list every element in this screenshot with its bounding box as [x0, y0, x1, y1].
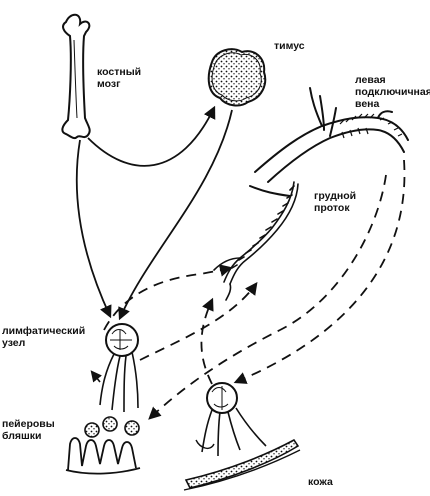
skin-illustration [183, 438, 301, 491]
vein-texture [339, 113, 403, 139]
solid-arrows [75, 105, 233, 321]
skin-label: кожа [308, 476, 333, 488]
thymus-illustration [207, 48, 267, 107]
skin-lymph-node-illustration [195, 382, 267, 457]
bone-marrow-illustration [61, 13, 91, 140]
peyers-patches-label: пейеровы бляшки [2, 418, 55, 442]
lymph-node-label: лимфатический узел [2, 325, 86, 349]
left-subclavian-vein [249, 87, 409, 197]
bone-marrow-label: костный мозг [97, 66, 142, 90]
thoracic-duct-label: грудной проток [314, 190, 357, 214]
peyers-patches-illustration [65, 416, 141, 475]
lymph-node-illustration [90, 323, 139, 413]
dashed-arrows [103, 159, 406, 420]
thymus-label: тимус [274, 40, 305, 52]
thoracic-duct-illustration [213, 181, 299, 301]
left-subclavian-vein-label: левая подключичная вена [355, 74, 430, 110]
